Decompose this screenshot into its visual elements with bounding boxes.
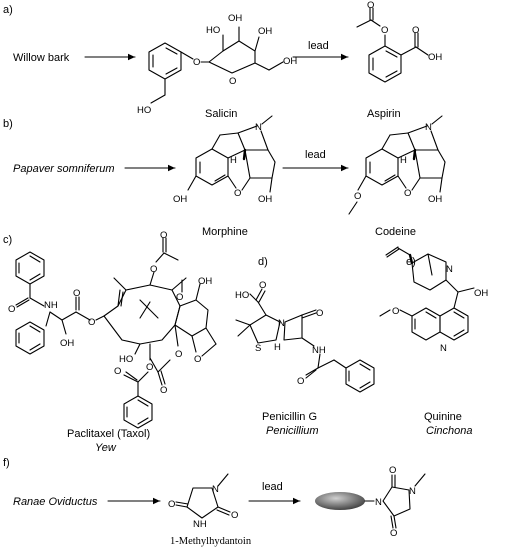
panel-c-label: c): [3, 234, 12, 246]
svg-text:O: O: [390, 528, 397, 539]
svg-text:HO: HO: [119, 354, 133, 365]
svg-text:NH: NH: [44, 300, 58, 311]
methylhydantoin-name: 1-Methylhydantoin: [170, 536, 252, 547]
morphine-name: Morphine: [202, 226, 248, 238]
svg-text:OH: OH: [283, 56, 297, 67]
svg-text:N: N: [278, 318, 285, 329]
svg-text:N: N: [409, 486, 416, 497]
svg-text:N: N: [212, 484, 219, 495]
hydantoin-conjugate-structure: N N O O: [364, 465, 426, 539]
methylhydantoin-structure: N NH O O: [168, 473, 238, 530]
paclitaxel-source: Yew: [95, 442, 117, 454]
svg-text:HO: HO: [137, 105, 151, 116]
svg-text:O: O: [168, 499, 175, 510]
svg-text:H: H: [230, 155, 237, 166]
paclitaxel-structure: O NH OH O O O: [8, 230, 217, 429]
panel-f-source: Ranae Oviductus: [13, 496, 98, 508]
svg-text:O: O: [150, 264, 157, 275]
svg-text:OH: OH: [198, 276, 212, 287]
svg-text:O: O: [88, 317, 95, 328]
aspirin-structure: O O OH O: [356, 0, 442, 83]
panel-b-arrow-label: lead: [305, 149, 326, 161]
svg-text:HO: HO: [206, 25, 220, 36]
svg-text:OH: OH: [474, 288, 488, 299]
svg-text:O: O: [412, 25, 419, 36]
svg-text:N: N: [440, 343, 447, 354]
salicin-structure: HO O O HO OH OH OH: [137, 13, 297, 116]
svg-text:O: O: [193, 57, 200, 68]
svg-text:O: O: [297, 376, 304, 387]
svg-text:O: O: [354, 191, 361, 202]
svg-text:N: N: [425, 122, 432, 133]
penicillin-name: Penicillin G: [262, 411, 317, 423]
svg-text:O: O: [146, 362, 153, 373]
panel-b-label: b): [3, 118, 13, 130]
svg-text:O: O: [316, 308, 323, 319]
svg-text:O: O: [259, 280, 266, 291]
panel-d: d) HO O N S O H NH O: [235, 256, 375, 437]
svg-text:O: O: [231, 510, 238, 521]
svg-text:O: O: [367, 0, 374, 11]
svg-text:NH: NH: [312, 345, 326, 356]
panel-a-arrow-label: lead: [308, 40, 329, 52]
svg-text:OH: OH: [228, 13, 242, 24]
svg-text:O: O: [389, 465, 396, 476]
svg-text:O: O: [381, 25, 388, 36]
svg-text:OH: OH: [428, 52, 442, 63]
svg-text:O: O: [176, 292, 183, 303]
svg-text:OH: OH: [428, 194, 442, 205]
svg-text:O: O: [160, 230, 167, 241]
panel-f: f) Ranae Oviductus N NH O O 1-Methylhyda…: [3, 457, 426, 547]
panel-b-source: Papaver somniferum: [13, 163, 115, 175]
svg-text:OH: OH: [258, 26, 272, 37]
svg-text:OH: OH: [60, 338, 74, 349]
codeine-structure: N H O O OH: [348, 115, 446, 215]
svg-text:OH: OH: [258, 194, 272, 205]
panel-c: c) O NH OH O O: [3, 230, 217, 454]
penicillin-source: Penicillium: [266, 425, 319, 437]
quinine-name: Quinine: [424, 411, 462, 423]
svg-text:O: O: [194, 354, 201, 365]
svg-text:O: O: [234, 188, 241, 199]
svg-text:O: O: [392, 306, 399, 317]
svg-text:O: O: [175, 349, 182, 360]
svg-text:NH: NH: [193, 519, 207, 530]
svg-text:O: O: [404, 188, 411, 199]
svg-text:S: S: [255, 343, 261, 354]
svg-text:N: N: [375, 497, 382, 508]
penicillin-g-structure: HO O N S O H NH O: [235, 280, 375, 393]
svg-text:O: O: [229, 76, 236, 87]
svg-text:N: N: [446, 264, 453, 275]
quinine-source: Cinchona: [426, 425, 472, 437]
panel-a: a) Willow bark HO O O HO OH OH: [3, 0, 442, 120]
conjugate-ellipse: [315, 492, 365, 510]
svg-text:O: O: [114, 366, 121, 377]
quinine-structure: N OH N O: [379, 246, 488, 354]
paclitaxel-name: Paclitaxel (Taxol): [67, 428, 150, 440]
svg-text:HO: HO: [235, 290, 249, 301]
panel-e: e) N OH N O Quinine Cinchona: [379, 246, 488, 437]
panel-a-source: Willow bark: [13, 52, 70, 64]
codeine-name: Codeine: [375, 226, 416, 238]
svg-text:O: O: [8, 304, 15, 315]
svg-text:H: H: [400, 155, 407, 166]
svg-text:O: O: [73, 288, 80, 299]
panel-a-label: a): [3, 4, 13, 16]
panel-f-arrow-label: lead: [262, 481, 283, 493]
panel-b: b) Papaver somniferum N H O: [3, 115, 446, 238]
svg-text:O: O: [160, 385, 167, 396]
svg-text:N: N: [255, 122, 262, 133]
svg-text:OH: OH: [173, 194, 187, 205]
aspirin-name: Aspirin: [367, 108, 401, 120]
panel-f-label: f): [3, 457, 10, 469]
svg-text:H: H: [274, 342, 281, 353]
morphine-structure: N H O OH OH: [173, 115, 276, 205]
salicin-name: Salicin: [205, 108, 237, 120]
panel-d-label: d): [258, 256, 268, 268]
